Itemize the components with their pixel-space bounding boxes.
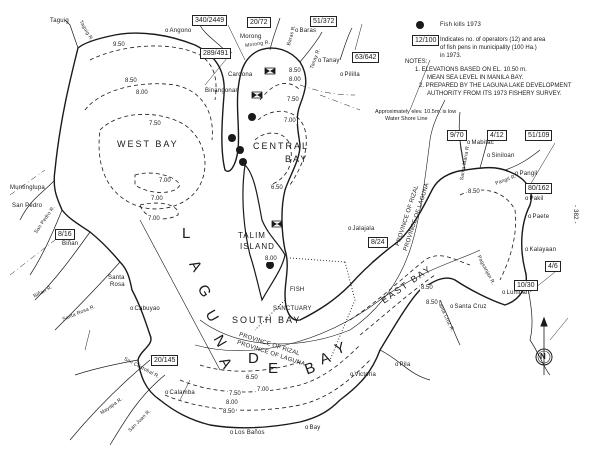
note-1: 1. ELEVATIONS BASED ON EL. 10.50 m. [415, 67, 527, 73]
fishpen-box-morong: 20/72 [247, 17, 271, 28]
lake-letter: E [268, 360, 280, 377]
lake-shoreline [53, 32, 532, 429]
lake-letter: D [248, 350, 260, 367]
town-angono: Angono [165, 28, 192, 34]
town-pangil: Pangil [515, 171, 538, 177]
town-binangonan: Binangonan [205, 88, 240, 94]
town-pakil: Pakil [525, 196, 544, 202]
note-1-cont: MEAN SEA LEVEL IN MANILA BAY. [427, 75, 524, 81]
fishpen-box-baras: 51/372 [310, 16, 338, 27]
legend-fish-kills-label: Fish kills 1973 [440, 22, 482, 28]
town-santa-rosa-1: Santa [108, 275, 125, 281]
contour-label-950: 9.50 [112, 42, 126, 48]
contour-label-850: 8.50 [467, 189, 481, 195]
town-cardona: Cardona [228, 72, 253, 78]
notes-block: NOTES: 1. ELEVATIONS BASED ON EL. 10.50 … [405, 58, 571, 98]
notes-title: NOTES: [405, 59, 428, 65]
contour-label-850: 8.50 [425, 300, 439, 306]
contour-label-850: 8.50 [124, 78, 138, 84]
contour-label-650: 6.50 [245, 375, 259, 381]
town-baras: Baras [295, 28, 316, 34]
town-cabuyao: Cabuyao [130, 306, 160, 312]
town-lumban: Lumban [502, 290, 530, 296]
contour-label-700: 7.00 [158, 178, 172, 184]
town-bay: Bay [305, 425, 321, 431]
fishpen-box-pililla: 63/642 [352, 52, 380, 63]
fishpen-box-binan: 8/16 [55, 229, 75, 240]
legend-sample-description: Indicates no. of operators (12) and area… [440, 36, 545, 60]
town-taguig: Taguig [50, 18, 69, 24]
contour-label-700: 7.00 [283, 118, 297, 124]
note-2: 2. PREPARED BY THE LAGUNA LAKE DEVELOPME… [419, 83, 572, 89]
town-muntinglupa: Muntinglupa [10, 185, 45, 191]
legend-desc-line: Indicates no. of operators (12) and area [440, 37, 546, 43]
central-bay-label-1: CENTRAL [253, 141, 310, 151]
contour-label-800: 8.00 [264, 256, 278, 262]
fishpen-box-siniloan: 4/12 [487, 130, 507, 141]
town-san-pedro: San Pedro [12, 203, 43, 209]
fishpen-box-kalayaan: 4/6 [545, 261, 561, 272]
town-calamba: Calamba [165, 390, 195, 396]
contour-label-800: 8.00 [288, 77, 302, 83]
fishpen-box-jalajala: 8/24 [368, 237, 388, 248]
contour-label-800: 8.00 [135, 90, 149, 96]
town-paete: Paete [528, 214, 549, 220]
town-pila: Pila [395, 362, 411, 368]
shore-note-line: Approximately elev. 10.5m. is low [375, 109, 457, 115]
town-siniloan: Siniloan [487, 153, 515, 159]
shore-note-line: Water Shore Line [385, 116, 428, 122]
contour-label-700: 7.00 [256, 387, 270, 393]
talim-island-label-2: ISLAND [240, 242, 275, 251]
town-kalayaan: Kalayaan [525, 247, 556, 253]
contour-label-650: 6.50 [270, 185, 284, 191]
town-santa-cruz: Santa Cruz [450, 304, 487, 310]
contour-label-850: 8.50 [420, 285, 434, 291]
west-bay-label: WEST BAY [117, 139, 179, 149]
contour-label-700: 7.00 [147, 216, 161, 222]
note-2-cont: AUTHORITY FROM ITS 1973 FISHERY SURVEY. [427, 91, 562, 97]
fishpen-box-binangonan: 289/491 [200, 48, 232, 59]
fish-sanctuary-label-2: SANCTUARY [273, 306, 312, 312]
contour-label-750: 7.50 [286, 97, 300, 103]
fishpen-box-lumban: 10/30 [514, 280, 538, 291]
lake-letter: L [182, 225, 192, 242]
fish-sanctuary-label-1: FISH [290, 287, 305, 293]
central-bay-label-2: BAY [285, 154, 309, 164]
town-binan: Biñan [62, 241, 79, 247]
contour-label-750: 7.50 [148, 121, 162, 127]
talim-island [242, 163, 286, 302]
contour-label-800: 8.00 [225, 400, 239, 406]
town-los-banos: Los Baños [230, 430, 265, 436]
town-morong: Morong [240, 34, 262, 40]
town-pililla: Pililla [340, 72, 360, 78]
town-mabitac: Mabitac [467, 140, 494, 146]
legend-sample-box: 12/100 [412, 35, 440, 46]
compass-north-letter: N [540, 352, 546, 361]
fishpen-box-pakil: 80/162 [525, 183, 553, 194]
legend-desc-line: of fish pens in municipality (100 Ha.) [440, 45, 537, 51]
fishpen-box-pangil: 51/109 [525, 130, 553, 141]
town-santa-rosa-2: Rosa [110, 282, 125, 288]
south-bay-label: SOUTH BAY [232, 315, 302, 325]
town-victoria: Victoria [350, 372, 376, 378]
town-jalajala: Jalajala [348, 226, 375, 232]
contour-label-850: 8.50 [288, 68, 302, 74]
fishpen-box-calamba: 20/145 [151, 355, 179, 366]
page-number: - 382 - [572, 205, 578, 224]
contour-label-700: 7.00 [150, 196, 164, 202]
fishpen-box-angono: 340/2449 [192, 15, 228, 26]
talim-island-label-1: TALIM [238, 231, 266, 240]
contour-label-850: 8.50 [222, 409, 236, 415]
shore-line-annotation: Approximately elev. 10.5m. is low Water … [375, 109, 456, 123]
contour-label-750: 7.50 [228, 391, 242, 397]
fishpen-box-mabitac: 9/70 [447, 130, 467, 141]
compass-rose [535, 316, 553, 375]
legend-desc-line: in 1973. [440, 53, 462, 59]
town-tanay: Tanay [318, 58, 340, 64]
